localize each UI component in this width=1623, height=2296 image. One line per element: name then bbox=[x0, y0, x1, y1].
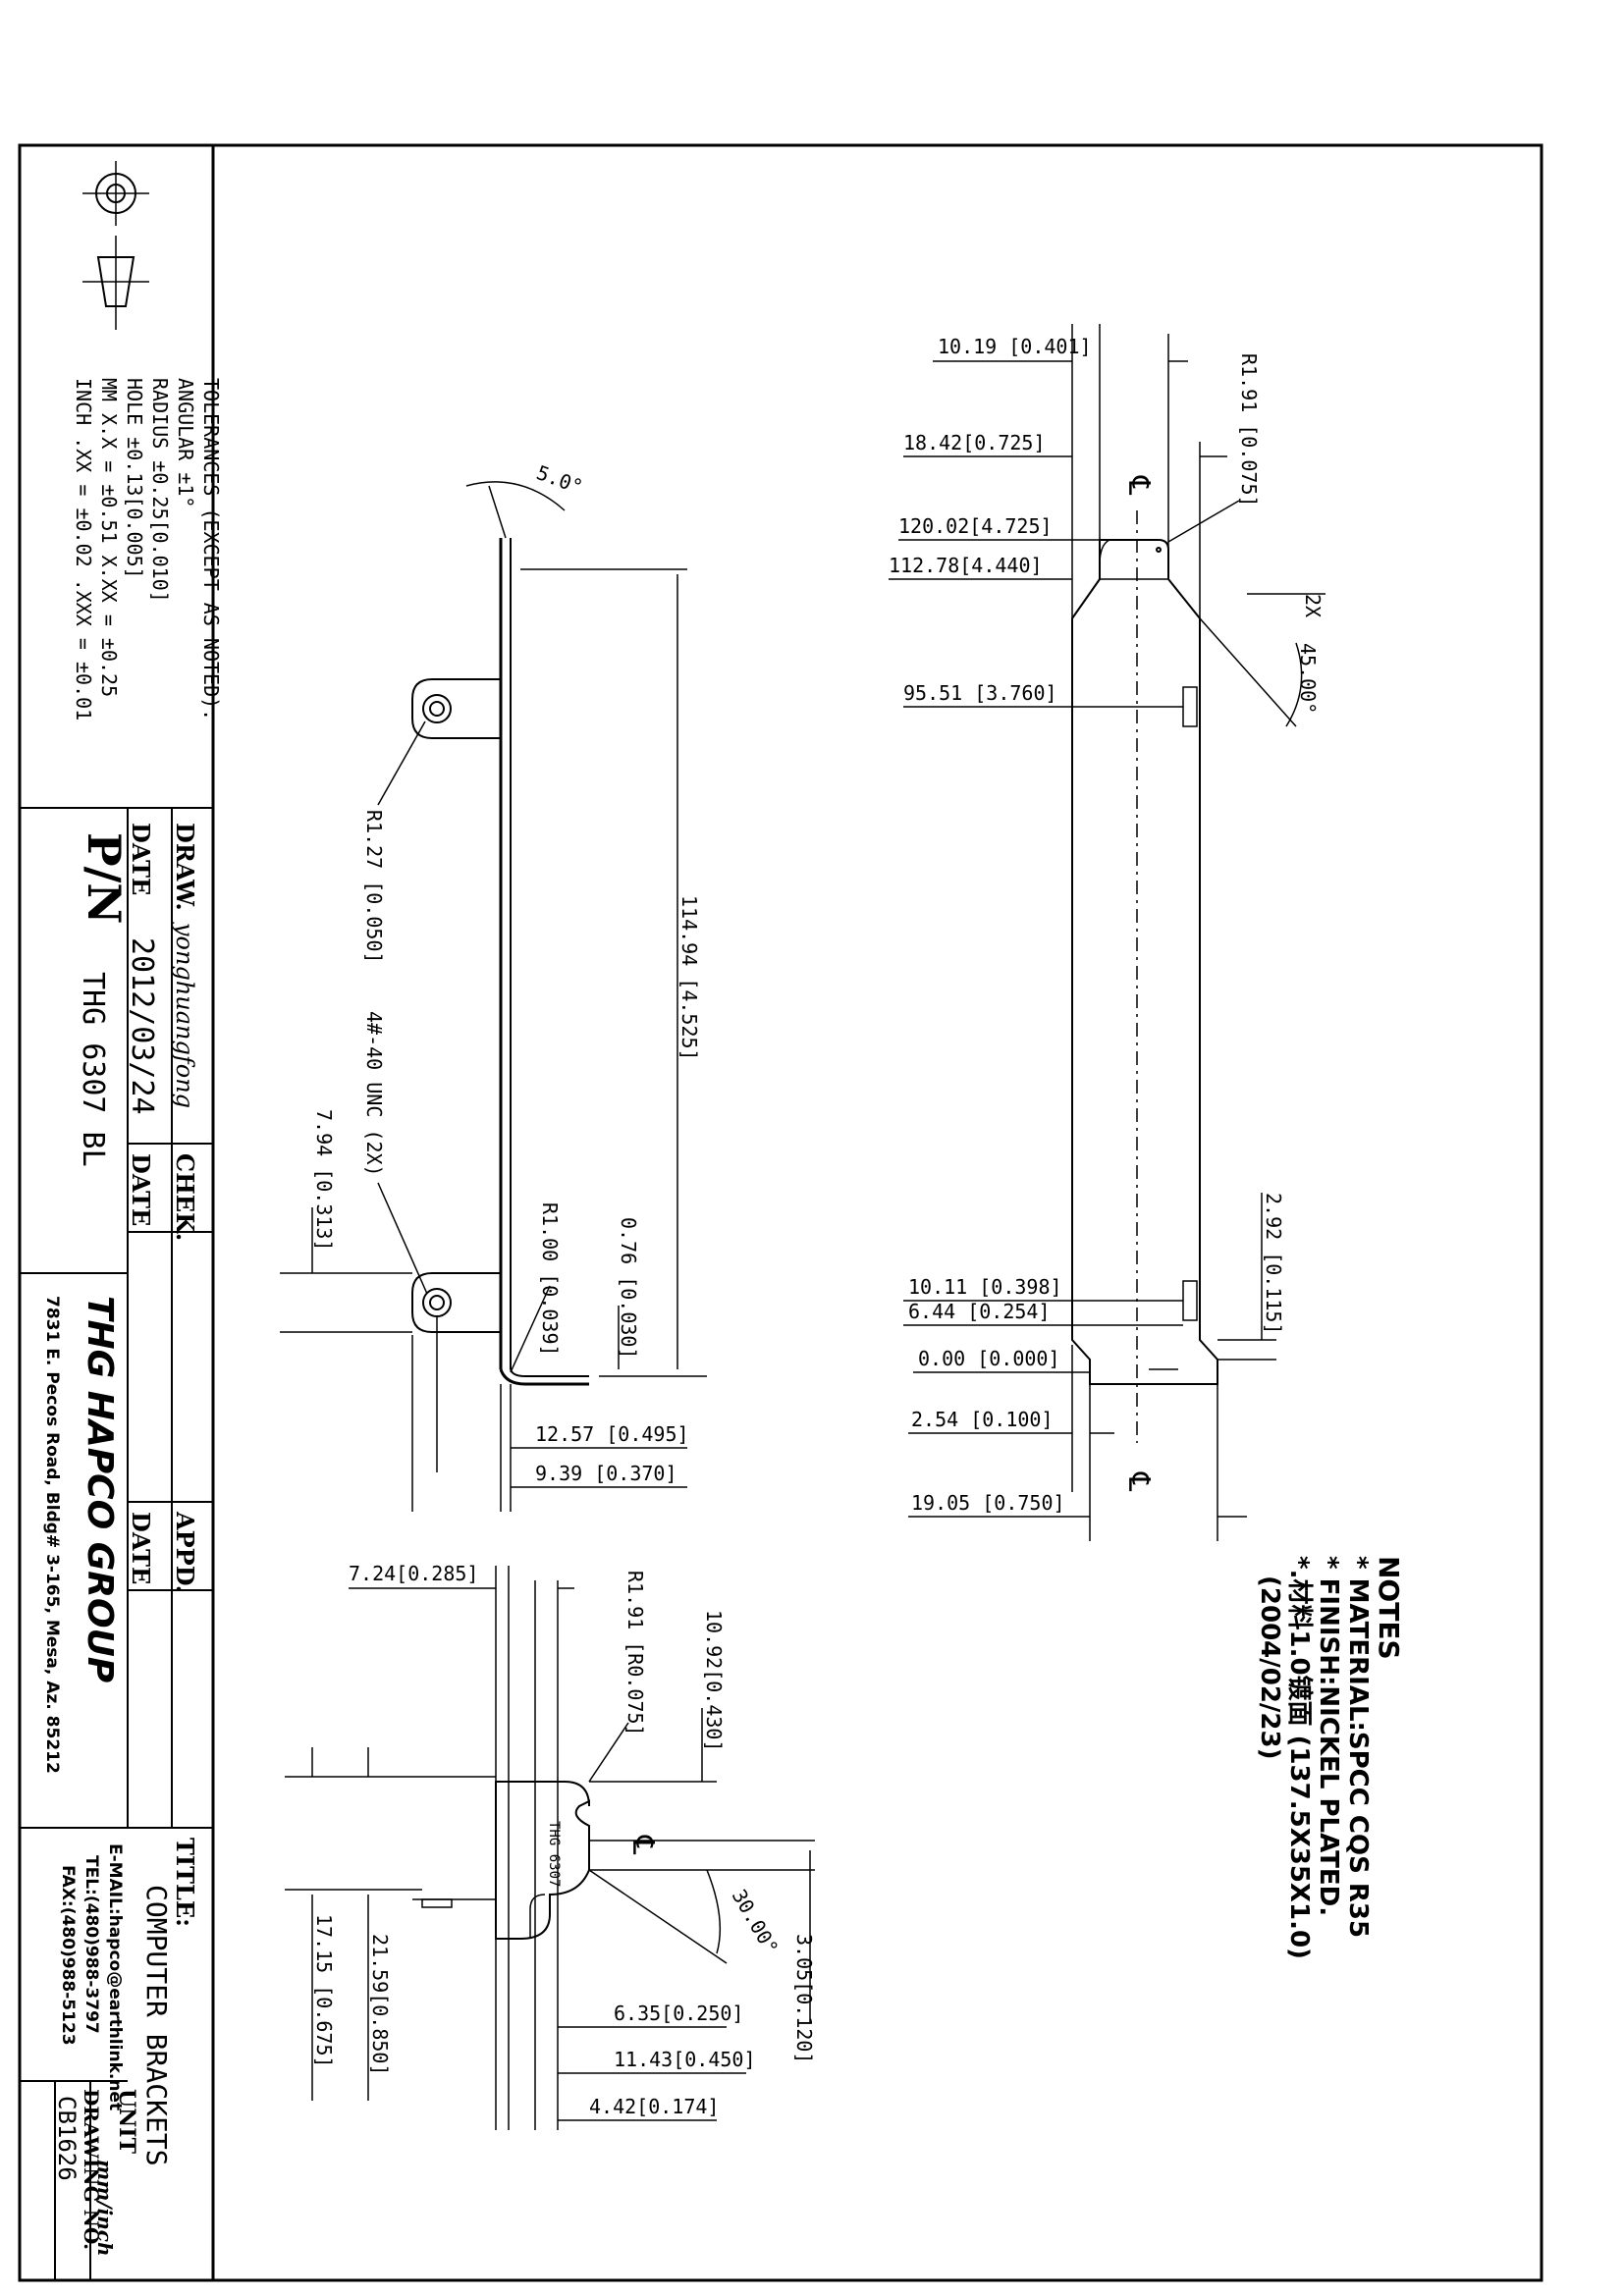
side-tab-offset-dim: 7.94 [0.313] bbox=[312, 1109, 336, 1252]
end-dim-10-92: 10.92[0.430] bbox=[702, 1610, 726, 1752]
top-dim-19-05: 19.05 [0.750] bbox=[911, 1491, 1065, 1515]
company-tel: TEL:(480)988-3797 bbox=[81, 1855, 101, 2034]
top-dim-95-51: 95.51 [3.760] bbox=[903, 681, 1057, 705]
company-fax: FAX:(480)988-5123 bbox=[58, 1865, 78, 2046]
end-dim-3-05: 3.05[0.120] bbox=[792, 1934, 816, 2063]
title-value: COMPUTER BRACKETS bbox=[140, 1885, 173, 2166]
end-view: THG 6307 ℄ 7.24[0.285] R1.91 [R0.075] 10… bbox=[285, 1562, 816, 2130]
check-date-label: DATE bbox=[127, 1153, 155, 1226]
pn-value: THG 6307 BL bbox=[76, 972, 110, 1167]
top-dim-112-78: 112.78[4.440] bbox=[889, 554, 1043, 577]
tolerance-hole: HOLE ±0.13[0.005] bbox=[123, 378, 146, 579]
drawer-signature: yonghuangfong bbox=[171, 922, 198, 1108]
drawing-no-value: CB1626 bbox=[53, 2096, 81, 2181]
side-overall-dim: 114.94 [4.525] bbox=[677, 895, 701, 1061]
top-view: ℄ ℄ 10.19 [0.401] 18.42[0.725] 120.02[4.… bbox=[889, 324, 1325, 1541]
top-chamfer-angle: 45.00° bbox=[1296, 643, 1320, 714]
company-name: THG HAPCO GROUP bbox=[80, 1296, 120, 1682]
check-label: CHEK. bbox=[171, 1153, 199, 1241]
tolerance-angular: ANGULAR ±1° bbox=[174, 378, 197, 507]
tolerances-title: TOLERANCES (EXCEPT AS NOTED): bbox=[199, 378, 223, 721]
title-block-text: DRAW. yonghuangfong DATE 2012/03/24 CHEK… bbox=[42, 823, 199, 2257]
top-dim-18-42: 18.42[0.725] bbox=[903, 431, 1046, 454]
side-thread-callout: 4#-40 UNC (2X) bbox=[362, 1011, 386, 1177]
tolerances-block: TOLERANCES (EXCEPT AS NOTED): ANGULAR ±1… bbox=[72, 378, 223, 721]
drawing-no-label: DRAWING NO. bbox=[80, 2089, 103, 2250]
outer-border bbox=[18, 143, 1543, 2282]
end-dim-7-24: 7.24[0.285] bbox=[349, 1562, 478, 1585]
appd-label: APPD. bbox=[171, 1511, 199, 1593]
side-dim-9-39: 9.39 [0.370] bbox=[535, 1462, 677, 1485]
side-view: 5.0° 114.94 [4.525] R1.27 [0.050] 4#-40 … bbox=[280, 460, 707, 1512]
draw-date: 2012/03/24 bbox=[125, 937, 159, 1115]
top-dim-6-44: 6.44 [0.254] bbox=[908, 1300, 1051, 1323]
tolerance-mm: MM X.X = ±0.51 X.XX = ±0.25 bbox=[97, 378, 121, 697]
top-dim-10-19: 10.19 [0.401] bbox=[938, 335, 1092, 358]
draw-label: DRAW. bbox=[171, 823, 199, 911]
top-dim-2-92: 2.92 [0.115] bbox=[1262, 1193, 1285, 1335]
end-dim-4-42: 4.42[0.174] bbox=[589, 2095, 719, 2118]
top-centerline-mark: ℄ bbox=[1121, 475, 1156, 496]
title-label: TITLE: bbox=[171, 1838, 199, 1927]
notes-material: * MATERIAL:SPCC CQS R35 bbox=[1343, 1556, 1373, 1938]
projection-symbol-icon bbox=[82, 161, 149, 330]
notes-date: (2004/02/23) bbox=[1255, 1575, 1284, 1759]
top-dim-2-54: 2.54 [0.100] bbox=[911, 1408, 1054, 1431]
appd-date-label: DATE bbox=[127, 1512, 155, 1584]
notes-block: NOTES * MATERIAL:SPCC CQS R35 * FINISH:N… bbox=[1255, 1556, 1405, 1959]
top-dim-10-11: 10.11 [0.398] bbox=[908, 1275, 1062, 1299]
company-address: 7831 E. Pecos Road, Bldg# 3-165, Mesa, A… bbox=[42, 1296, 62, 1774]
end-angle-label: 30.00° bbox=[728, 1886, 784, 1959]
draw-date-label: DATE bbox=[127, 823, 155, 895]
top-dim-120-02: 120.02[4.725] bbox=[898, 514, 1053, 538]
end-dim-17-15: 17.15 [0.675] bbox=[312, 1914, 336, 2068]
top-chamfer-count: 2X bbox=[1301, 594, 1325, 617]
end-dim-21-59: 21.59[0.850] bbox=[368, 1934, 392, 2076]
end-centerline-mark: ℄ bbox=[625, 1835, 660, 1855]
notes-blank-size: *.材料1.0镀面 (137.5X35X1.0) bbox=[1284, 1556, 1315, 1959]
end-dim-11-43: 11.43[0.450] bbox=[614, 2048, 756, 2071]
notes-finish: * FINISH:NICKEL PLATED. bbox=[1314, 1556, 1343, 1916]
top-centerline-mark-lower: ℄ bbox=[1121, 1471, 1156, 1492]
end-stamp-text: THG 6307 bbox=[546, 1821, 562, 1887]
title-block-grid bbox=[20, 807, 213, 2280]
tolerance-radius: RADIUS ±0.25[0.010] bbox=[148, 378, 172, 603]
side-dim-12-57: 12.57 [0.495] bbox=[535, 1422, 689, 1446]
side-thickness-dim: 0.76 [0.030] bbox=[617, 1217, 640, 1360]
notes-heading: NOTES bbox=[1373, 1556, 1405, 1660]
unit-label: UNIT bbox=[114, 2089, 139, 2155]
top-dim-0-00: 0.00 [0.000] bbox=[918, 1347, 1060, 1370]
side-tab-radius-dim: R1.27 [0.050] bbox=[362, 810, 386, 964]
pn-label: P/N bbox=[78, 832, 131, 924]
end-radius-dim: R1.91 [R0.075] bbox=[623, 1571, 647, 1736]
end-dim-6-35: 6.35[0.250] bbox=[614, 2002, 743, 2025]
tolerance-inch: INCH .XX = ±0.02 .XXX = ±0.01 bbox=[72, 378, 95, 721]
top-radius-dim: R1.91 [0.075] bbox=[1237, 353, 1261, 507]
company-email: E-MAIL:hapco@earthlink.net bbox=[105, 1843, 125, 2110]
unit-value: mm/inch bbox=[93, 2160, 117, 2257]
side-bend-radius-dim: R1.00 [0.039] bbox=[538, 1202, 562, 1357]
